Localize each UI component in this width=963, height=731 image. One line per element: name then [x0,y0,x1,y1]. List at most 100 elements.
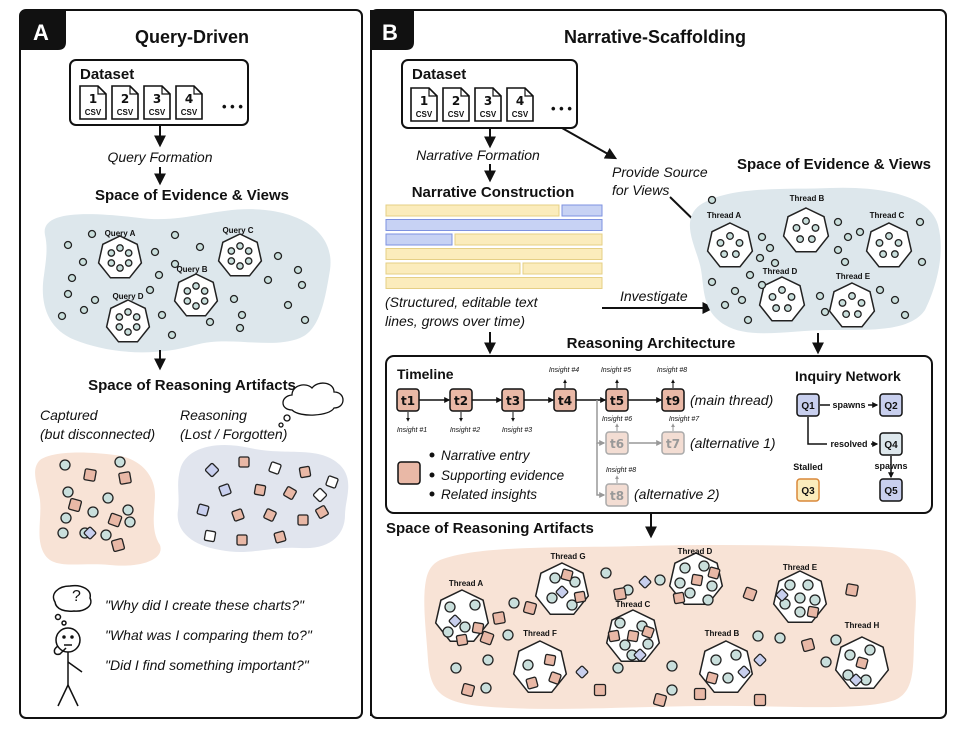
evidence-circle [844,649,856,661]
evidence-circle [900,310,910,320]
ellipsis-a: • • • [222,99,243,114]
lost-artifact [315,505,329,519]
evidence-circle [450,662,462,674]
evidence-circle [459,621,471,633]
timeline-node [396,388,420,412]
investigate-label: Investigate [620,288,688,304]
evidence-circle [612,662,624,674]
thread-label: Thread C [870,211,905,220]
timeline-node-label: t1 [401,394,415,408]
evidence-circle [830,634,842,646]
file-number: 2 [452,94,460,108]
panel-b: B Narrative-Scaffolding Dataset 1CSV2CSV… [370,9,947,719]
alt-node-label: t6 [610,437,624,451]
file-type-label: CSV [85,108,102,117]
evidence-circle [794,606,806,618]
panel-b-badge-bg [371,10,414,50]
inquiry-network: Q1 Q2 spawns Q4 resolved spawns Q5 Stall… [793,393,908,502]
q3-node [796,478,820,502]
evidence-circle [915,217,925,227]
evidence-circle [820,307,830,317]
quote-2: "What was I comparing them to?" [105,627,313,643]
timeline-node-label: t3 [506,394,520,408]
evidence-circle [124,259,133,267]
evidence-circle [842,669,854,681]
evidence-circle [283,300,293,310]
evidence-square [672,591,686,605]
query-heptagon [105,299,151,343]
evidence-circle [875,285,885,295]
insight-label: Insight #8 [606,467,636,474]
insight-diamond [638,575,652,589]
file-fold [524,88,533,97]
evidence-circle [102,492,114,504]
evidence-circle [890,250,899,259]
reasoning-line2: (Lost / Forgotten) [180,426,287,442]
evidence-square [455,633,469,647]
evidence-circle [469,599,481,611]
file-fold [193,86,202,95]
evidence-circle [124,308,132,316]
evidence-square [693,687,707,701]
evidence-circle [115,313,124,321]
evidence-circle [730,649,742,661]
evidence-circle [679,562,691,574]
lost-artifact [325,475,339,489]
provide-source-line2: for Views [612,182,669,198]
evidence-square [613,587,627,601]
evidence-square [560,568,574,582]
evidence-circle [802,217,810,225]
evidence-circle [87,229,97,239]
evidence-circle [864,644,876,656]
evidence-circle [546,592,558,604]
evidence-circle [60,512,72,524]
q1-node [796,393,820,417]
query-heptagon [97,235,143,279]
evidence-circle [300,315,310,325]
question-mark: ? [72,588,81,605]
evidence-space-b [689,187,941,334]
resolved-label: resolved [830,439,867,449]
lost-artifact [297,514,309,526]
evidence-circle [698,560,710,572]
narrative-line [561,204,603,217]
reasoning-line1: Reasoning [180,407,247,423]
evidence-circle [674,577,686,589]
insight-diamond [737,665,751,679]
file-number: 2 [121,92,129,106]
evidence-circle [244,247,253,255]
evidence-circle [116,264,124,272]
panel-b-title: Narrative-Scaffolding [564,27,746,47]
evidence-circle [737,295,747,305]
query-label: Query A [105,229,136,238]
artifact-thread-label: Thread G [550,552,585,561]
narrative-caption-line2: lines, grows over time) [385,313,525,329]
file-fold [97,86,106,95]
evidence-circle [755,253,765,263]
evidence-square [626,629,640,643]
evidence-square [641,625,655,639]
file-type-label: CSV [512,110,529,119]
artifact-thread-label: Thread E [783,563,818,572]
evidence-square [806,605,820,619]
lost-artifact [298,465,312,479]
evidence-circle [894,238,903,247]
thinking-person-icon [52,584,92,707]
evidence-square [753,693,767,707]
stalled-label: Stalled [793,462,823,472]
q4-label: Q4 [884,440,898,451]
evidence-circle [778,286,786,294]
evidence-circle [273,251,283,261]
space-reasoning-title-b: Space of Reasoning Artifacts [386,520,594,537]
evidence-circle [263,275,273,285]
legend-item-1: Supporting evidence [441,468,564,483]
reasoning-artifacts-space-b [424,545,916,709]
file-type-label: CSV [480,110,497,119]
space-reasoning-title-a: Space of Reasoning Artifacts [88,377,296,394]
insight-label: Insight #6 [602,416,632,423]
query-heptagon [173,273,219,317]
narrative-lines [385,204,603,289]
evidence-circle [244,257,253,265]
evidence-circle [63,289,73,299]
